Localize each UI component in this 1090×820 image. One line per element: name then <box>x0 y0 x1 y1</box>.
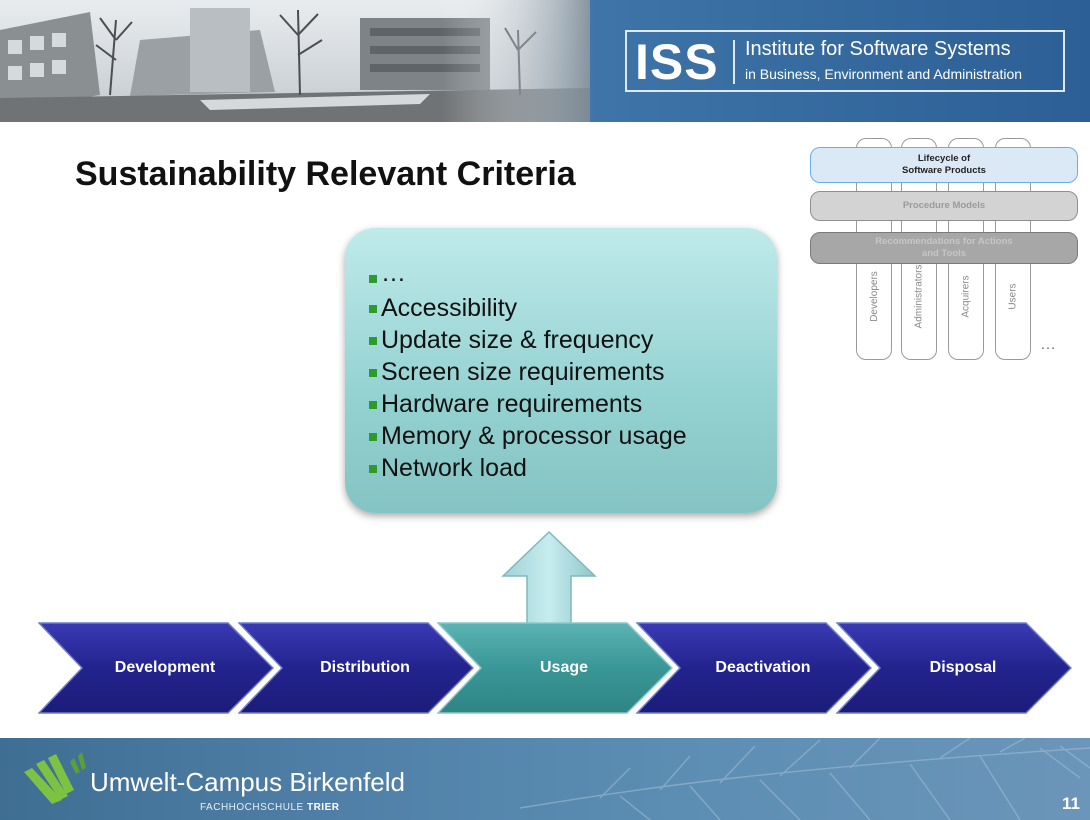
band-lifecycle: Lifecycle of Software Products <box>810 147 1078 183</box>
step-deactivation: Deactivation <box>636 622 872 714</box>
band-label: Recommendations for Actions and Tools <box>875 236 1013 259</box>
iss-subtitle: in Business, Environment and Administrat… <box>745 66 1023 82</box>
column-label: Developers <box>868 270 880 322</box>
step-development: Development <box>38 622 274 714</box>
campus-sub-prefix: FACHHOCHSCHULE <box>200 802 304 813</box>
step-label: Deactivation <box>715 659 811 676</box>
iss-logo-box: ISS Institute for Software Systems in Bu… <box>625 30 1065 92</box>
iss-logo: ISS <box>635 34 719 90</box>
step-label: Development <box>114 659 216 676</box>
chevron-shape <box>437 622 673 714</box>
leaf-texture-image <box>520 738 1090 820</box>
criteria-item: Screen size requirements <box>369 356 777 388</box>
umwelt-campus-logo <box>24 752 86 804</box>
header-banner: ISS Institute for Software Systems in Bu… <box>0 0 1090 122</box>
criteria-item: Update size & frequency <box>369 324 777 356</box>
step-label: Distribution <box>320 659 410 676</box>
column-label: Administrators <box>913 264 925 328</box>
diagram-ellipsis: … <box>1040 336 1056 353</box>
criteria-item: Accessibility <box>369 292 777 324</box>
column-label: Acquirers <box>960 274 972 318</box>
criteria-list: … Accessibility Update size & frequency … <box>345 228 777 484</box>
step-label: Usage <box>539 659 589 676</box>
page-number: 11 <box>1062 794 1080 813</box>
up-arrow-icon <box>501 530 597 630</box>
criteria-item: Network load <box>369 452 777 484</box>
campus-photo <box>0 0 590 122</box>
band-procedure-models: Procedure Models <box>810 191 1078 221</box>
criteria-item: Hardware requirements <box>369 388 777 420</box>
step-label: Disposal <box>929 659 997 676</box>
chevron-shape <box>238 622 474 714</box>
step-distribution: Distribution <box>238 622 474 714</box>
campus-sub-strong: TRIER <box>306 802 340 813</box>
criteria-box: … Accessibility Update size & frequency … <box>345 228 777 513</box>
chevron-shape <box>836 622 1072 714</box>
chevron-shape <box>38 622 274 714</box>
step-usage: Usage <box>437 622 673 714</box>
step-disposal: Disposal <box>836 622 1072 714</box>
band-label: Lifecycle of Software Products <box>902 153 986 176</box>
band-recommendations: Recommendations for Actions and Tools <box>810 232 1078 264</box>
iss-divider <box>733 40 735 84</box>
iss-title: Institute for Software Systems <box>745 38 1011 60</box>
campus-name: Umwelt-Campus Birkenfeld <box>90 767 405 797</box>
column-label: Users <box>1007 282 1019 310</box>
criteria-item: Memory & processor usage <box>369 420 777 452</box>
footer-banner: Umwelt-Campus Birkenfeld FACHHOCHSCHULE … <box>0 738 1090 820</box>
band-label: Procedure Models <box>902 200 986 211</box>
slide-title: Sustainability Relevant Criteria <box>75 155 576 193</box>
lifecycle-diagram: Developers Administrators Acquirers User… <box>806 138 1082 363</box>
criteria-item: … <box>369 261 777 292</box>
campus-subtitle: FACHHOCHSCHULE TRIER <box>200 802 339 813</box>
chevron-shape <box>636 622 872 714</box>
